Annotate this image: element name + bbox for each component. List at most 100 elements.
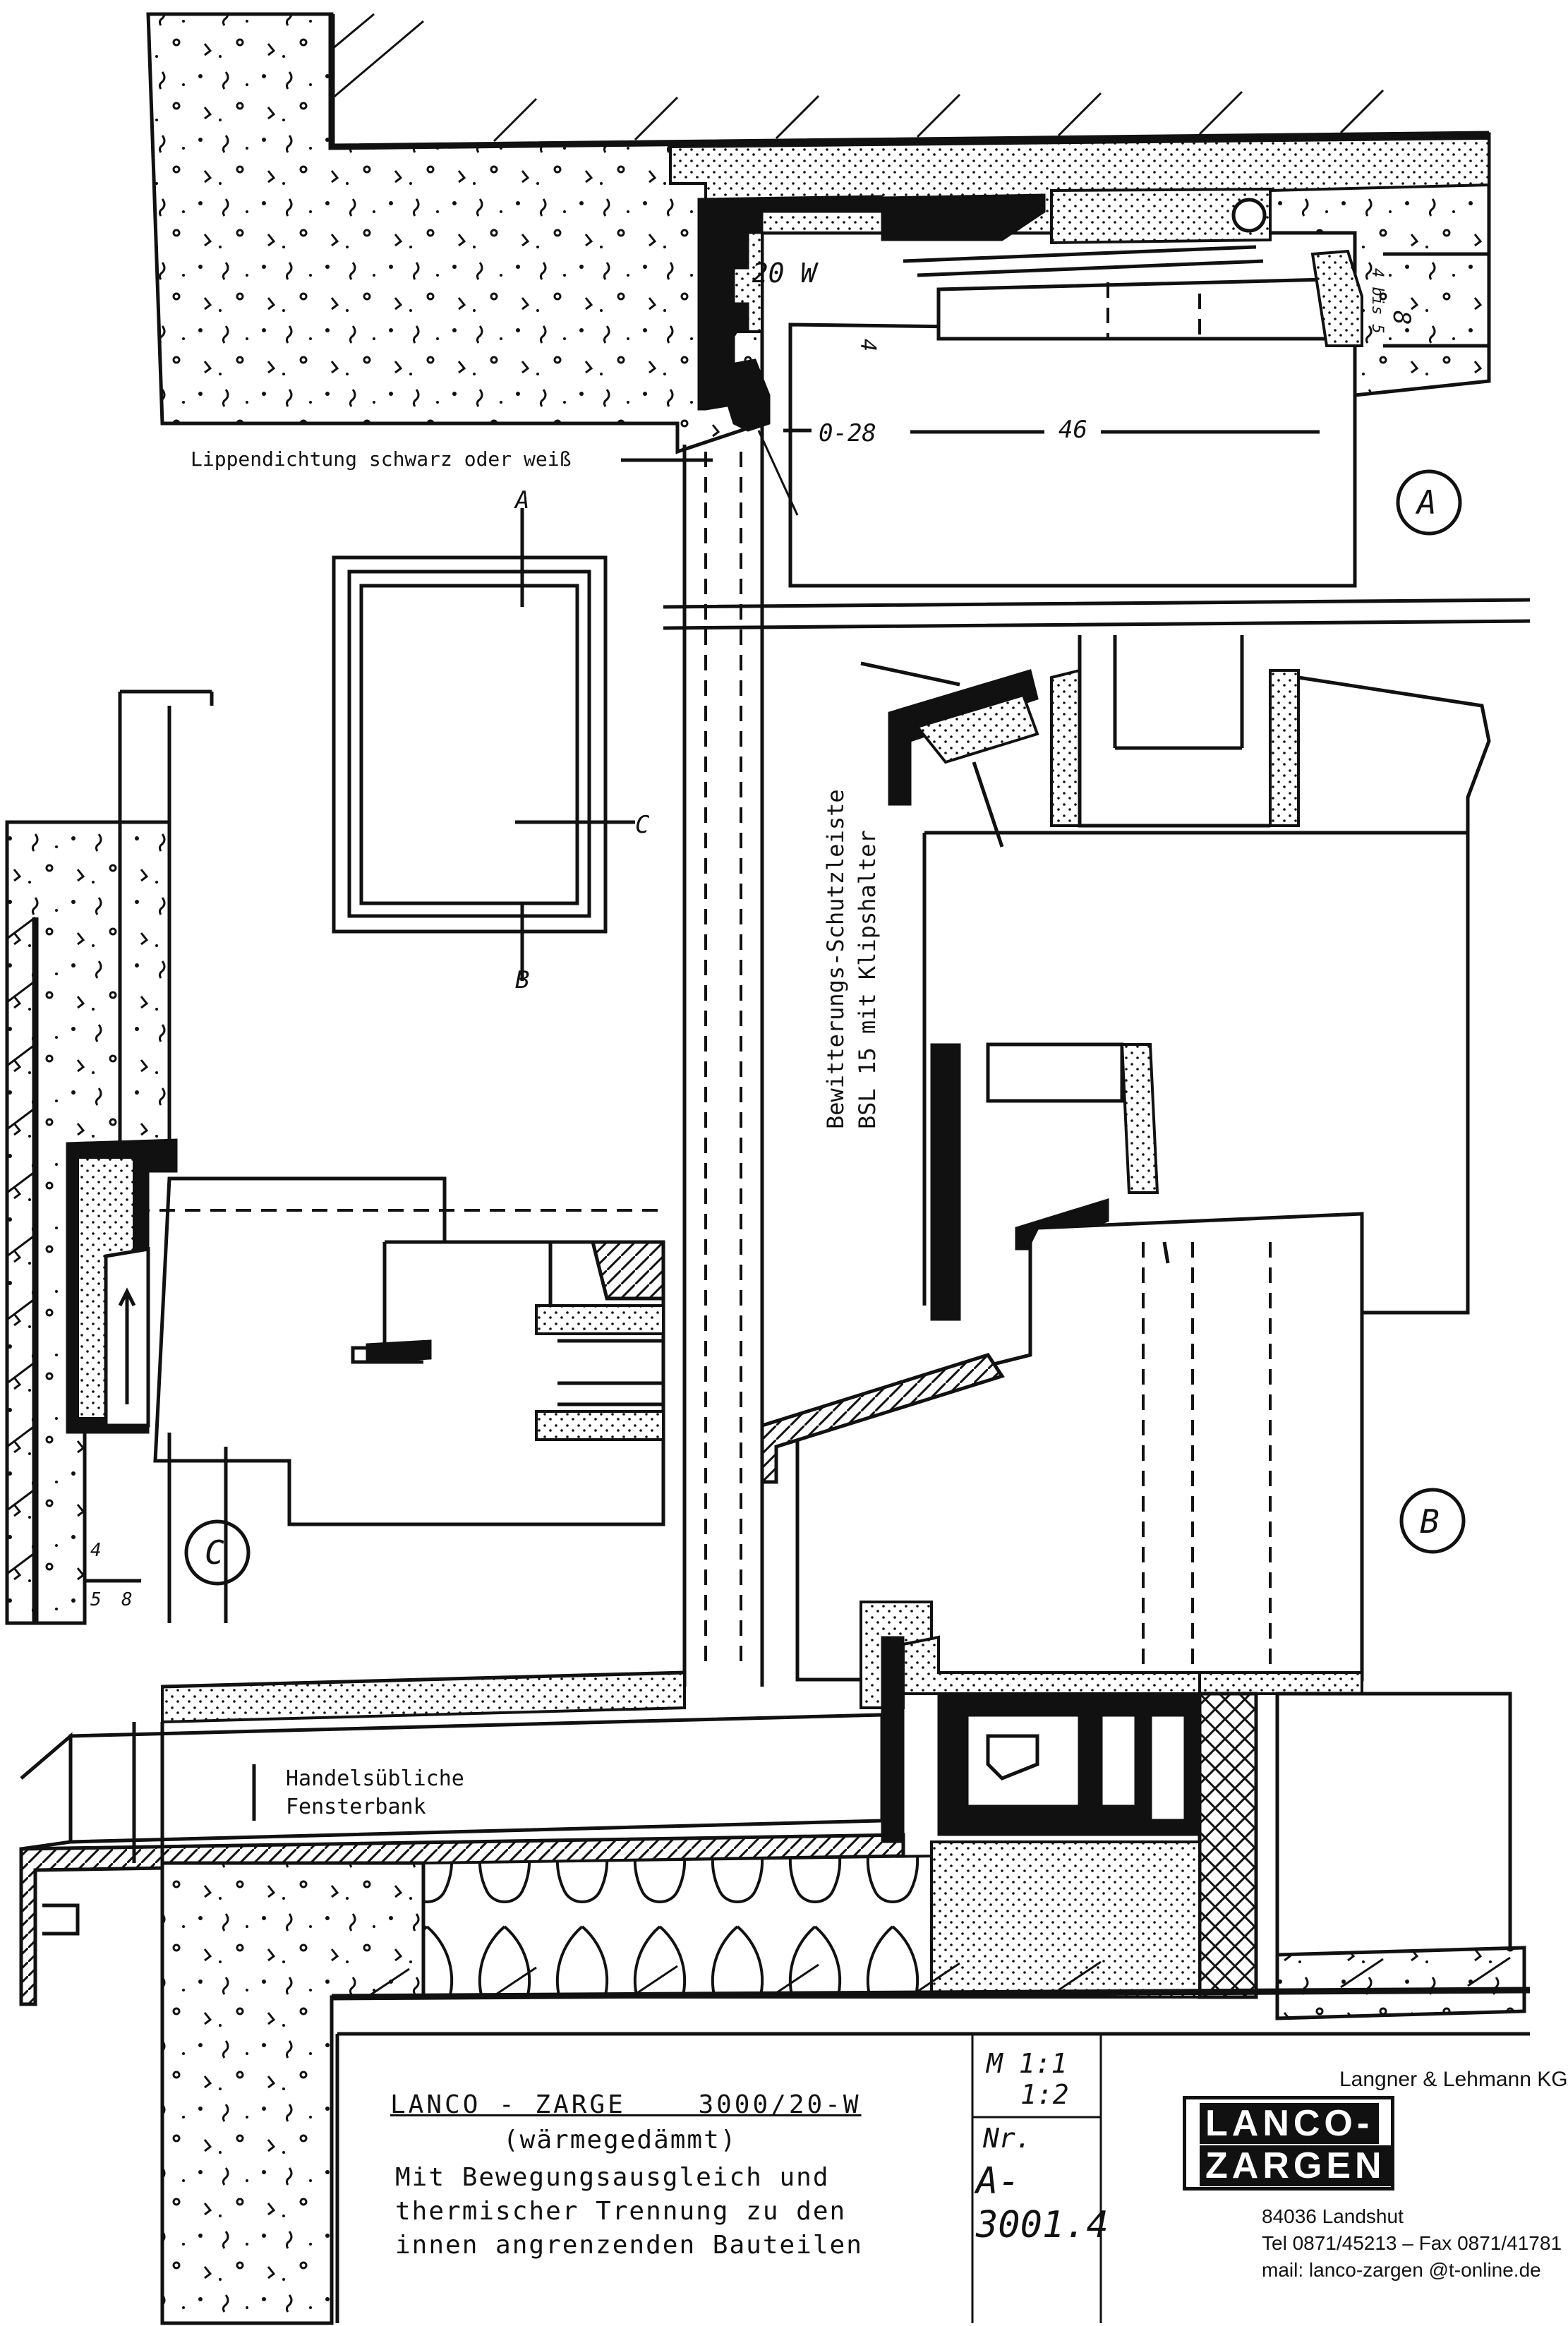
- detail-c-label: C: [205, 1533, 224, 1572]
- technical-drawing-sheet: P 20 W Lippendichtung schwarz oder weiß …: [5, 12, 1568, 2325]
- door-leaf-top: [788, 323, 1357, 588]
- dim-lines-left: [85, 1433, 228, 1623]
- leaf-seal-c: [366, 1339, 432, 1363]
- lip-seal: [715, 358, 771, 432]
- jamb-lines-left: [118, 689, 214, 1157]
- company-address: 84036 Landshut Tel 0871/45213 – Fax 0871…: [1262, 2203, 1562, 2284]
- sill-bracket: [42, 1903, 80, 1936]
- frame-profile-arm: [881, 193, 1046, 241]
- door-leaf-c: [153, 1176, 665, 1526]
- insulation-under-threshold: [930, 1840, 1201, 1999]
- drip-profile: [760, 1353, 1005, 1484]
- profile-b-channel: [986, 1042, 1124, 1103]
- screw-head: [1162, 1241, 1170, 1264]
- hidden-hardware: [1106, 282, 1201, 340]
- number-label: Nr.: [983, 2123, 1032, 2154]
- section-drawing: P 20 W Lippendichtung schwarz oder weiß …: [5, 12, 1531, 2325]
- slab-hatch-bottom: [366, 1956, 1511, 1999]
- elevation-label-b: B: [515, 966, 529, 994]
- glass-seal-bottom: [535, 1410, 665, 1441]
- title-block: LANCO - ZARGE 3000/20-W (wärmegedämmt) M…: [337, 2034, 1568, 2323]
- sill-label-2: Fensterbank: [286, 1795, 426, 1819]
- weather-strip-fill: [915, 693, 1039, 764]
- titleblock-frame: [335, 2032, 1530, 2323]
- drawing-number: A- 3001.4: [976, 2159, 1109, 2247]
- slab-line-bottom: [331, 1987, 1531, 2001]
- company-block: Langner & Lehmann KG LANCO- ZARGEN 84036…: [1135, 2034, 1568, 2323]
- movement-arrow: [118, 1287, 136, 1404]
- elevation-label-a: A: [514, 486, 529, 514]
- floor-finish-block: [1275, 1692, 1512, 1957]
- leaf-outline-b: [1298, 675, 1491, 1315]
- company-mail: mail: lanco-zargen @t-online.de: [1262, 2259, 1541, 2281]
- company-logo: LANCO- ZARGEN: [1183, 2096, 1394, 2191]
- scale-2: 1:2: [1020, 2079, 1069, 2110]
- leaf-panel-b: [922, 831, 1468, 1306]
- glass-lines-c: [557, 1339, 663, 1406]
- detail-b-label: B: [1420, 1502, 1440, 1541]
- leaf-section-b: [1078, 635, 1270, 828]
- floor-slab-right: [1275, 1946, 1526, 2020]
- threshold-gasket: [986, 1734, 1039, 1780]
- elevation-section-lines: [515, 508, 635, 981]
- lip-seal-label: Lippendichtung schwarz oder weiß: [191, 447, 571, 471]
- titleblock-dividers: [971, 2034, 1102, 2323]
- sill-vertical-lines: [132, 1722, 164, 1863]
- description-line: Mit Bewegungsausgleich und: [395, 2163, 830, 2192]
- detail-c-marker: [184, 1519, 251, 1586]
- scale-1: M 1:1: [987, 2048, 1068, 2079]
- dim-lines-right: [1383, 252, 1489, 348]
- jamb-hidden-lines: [704, 452, 742, 1665]
- seal-b-left: [1050, 668, 1081, 827]
- wall-hatch-top: [331, 13, 1385, 143]
- dim-4-bis-5: 4 bis 5: [1368, 268, 1386, 334]
- jamb-outer-lines: [682, 423, 764, 1687]
- anchor-plate: [1050, 187, 1272, 245]
- elevation-inner-frame: [359, 584, 579, 905]
- drawing-description: Mit Bewegungsausgleich und thermischer T…: [395, 2161, 863, 2262]
- drawing-number-2: 3001.4: [976, 2204, 1109, 2246]
- threshold-right-seal: [1198, 1671, 1363, 1695]
- wall-dim-5: 5: [90, 1589, 102, 1610]
- break-line: [663, 598, 1531, 630]
- description-line: thermischer Trennung zu den: [395, 2197, 847, 2226]
- logo-line-1: LANCO-: [1200, 2103, 1380, 2144]
- wall-hatch-left: [6, 916, 36, 1575]
- profile-label: P 20 W: [720, 258, 819, 289]
- description-line: innen angrenzenden Bauteilen: [395, 2231, 863, 2260]
- wall-dim-4: 4: [90, 1540, 102, 1561]
- logo-frame: [1183, 2096, 1394, 2191]
- glass-seal-top: [535, 1304, 665, 1335]
- width-dim-label: 46: [1059, 416, 1087, 444]
- glazing-bead-lines: [903, 245, 1264, 277]
- detail-a-label: A: [1415, 483, 1437, 522]
- thermal-insulation: [422, 1854, 933, 1999]
- anchor-bolt: [1231, 198, 1267, 233]
- seal-b-mid: [1120, 1043, 1159, 1194]
- thermal-break-block: [1198, 1692, 1258, 1999]
- drawing-number-1: A-: [976, 2160, 1020, 2203]
- company-phone: Tel 0871/45213 – Fax 0871/41781: [1262, 2232, 1562, 2254]
- seal-right: [1310, 249, 1363, 347]
- elevation-outer-frame: [332, 555, 608, 934]
- drawing-title: LANCO - ZARGE 3000/20-W: [390, 2090, 862, 2119]
- detail-b-marker: [1399, 1488, 1466, 1554]
- screw-hidden-lines: [1142, 1242, 1272, 1680]
- floor-line: [162, 1670, 685, 1689]
- glazing-bead-c: [590, 1240, 665, 1301]
- dim-8: 8: [1387, 311, 1416, 325]
- seal-b-right: [1269, 669, 1300, 827]
- dim-line-46: [783, 428, 1320, 434]
- dim-4-small: 4: [855, 339, 880, 351]
- threshold-upright: [881, 1636, 905, 1843]
- weather-strip-label-2: BSL 15 mit Klipshalter: [854, 830, 881, 1129]
- elevation-mid-frame: [347, 570, 591, 918]
- logo-line-2: ZARGEN: [1200, 2145, 1392, 2186]
- elevation-label-c: C: [635, 811, 650, 839]
- wall-dim-8: 8: [121, 1589, 133, 1610]
- scale-field: M 1:1 1:2: [987, 2048, 1069, 2110]
- wall-edge-line: [328, 14, 1490, 150]
- profile-b-left: [930, 1043, 961, 1321]
- rebate-block: [936, 277, 1329, 341]
- weather-strip-leader: [860, 661, 960, 687]
